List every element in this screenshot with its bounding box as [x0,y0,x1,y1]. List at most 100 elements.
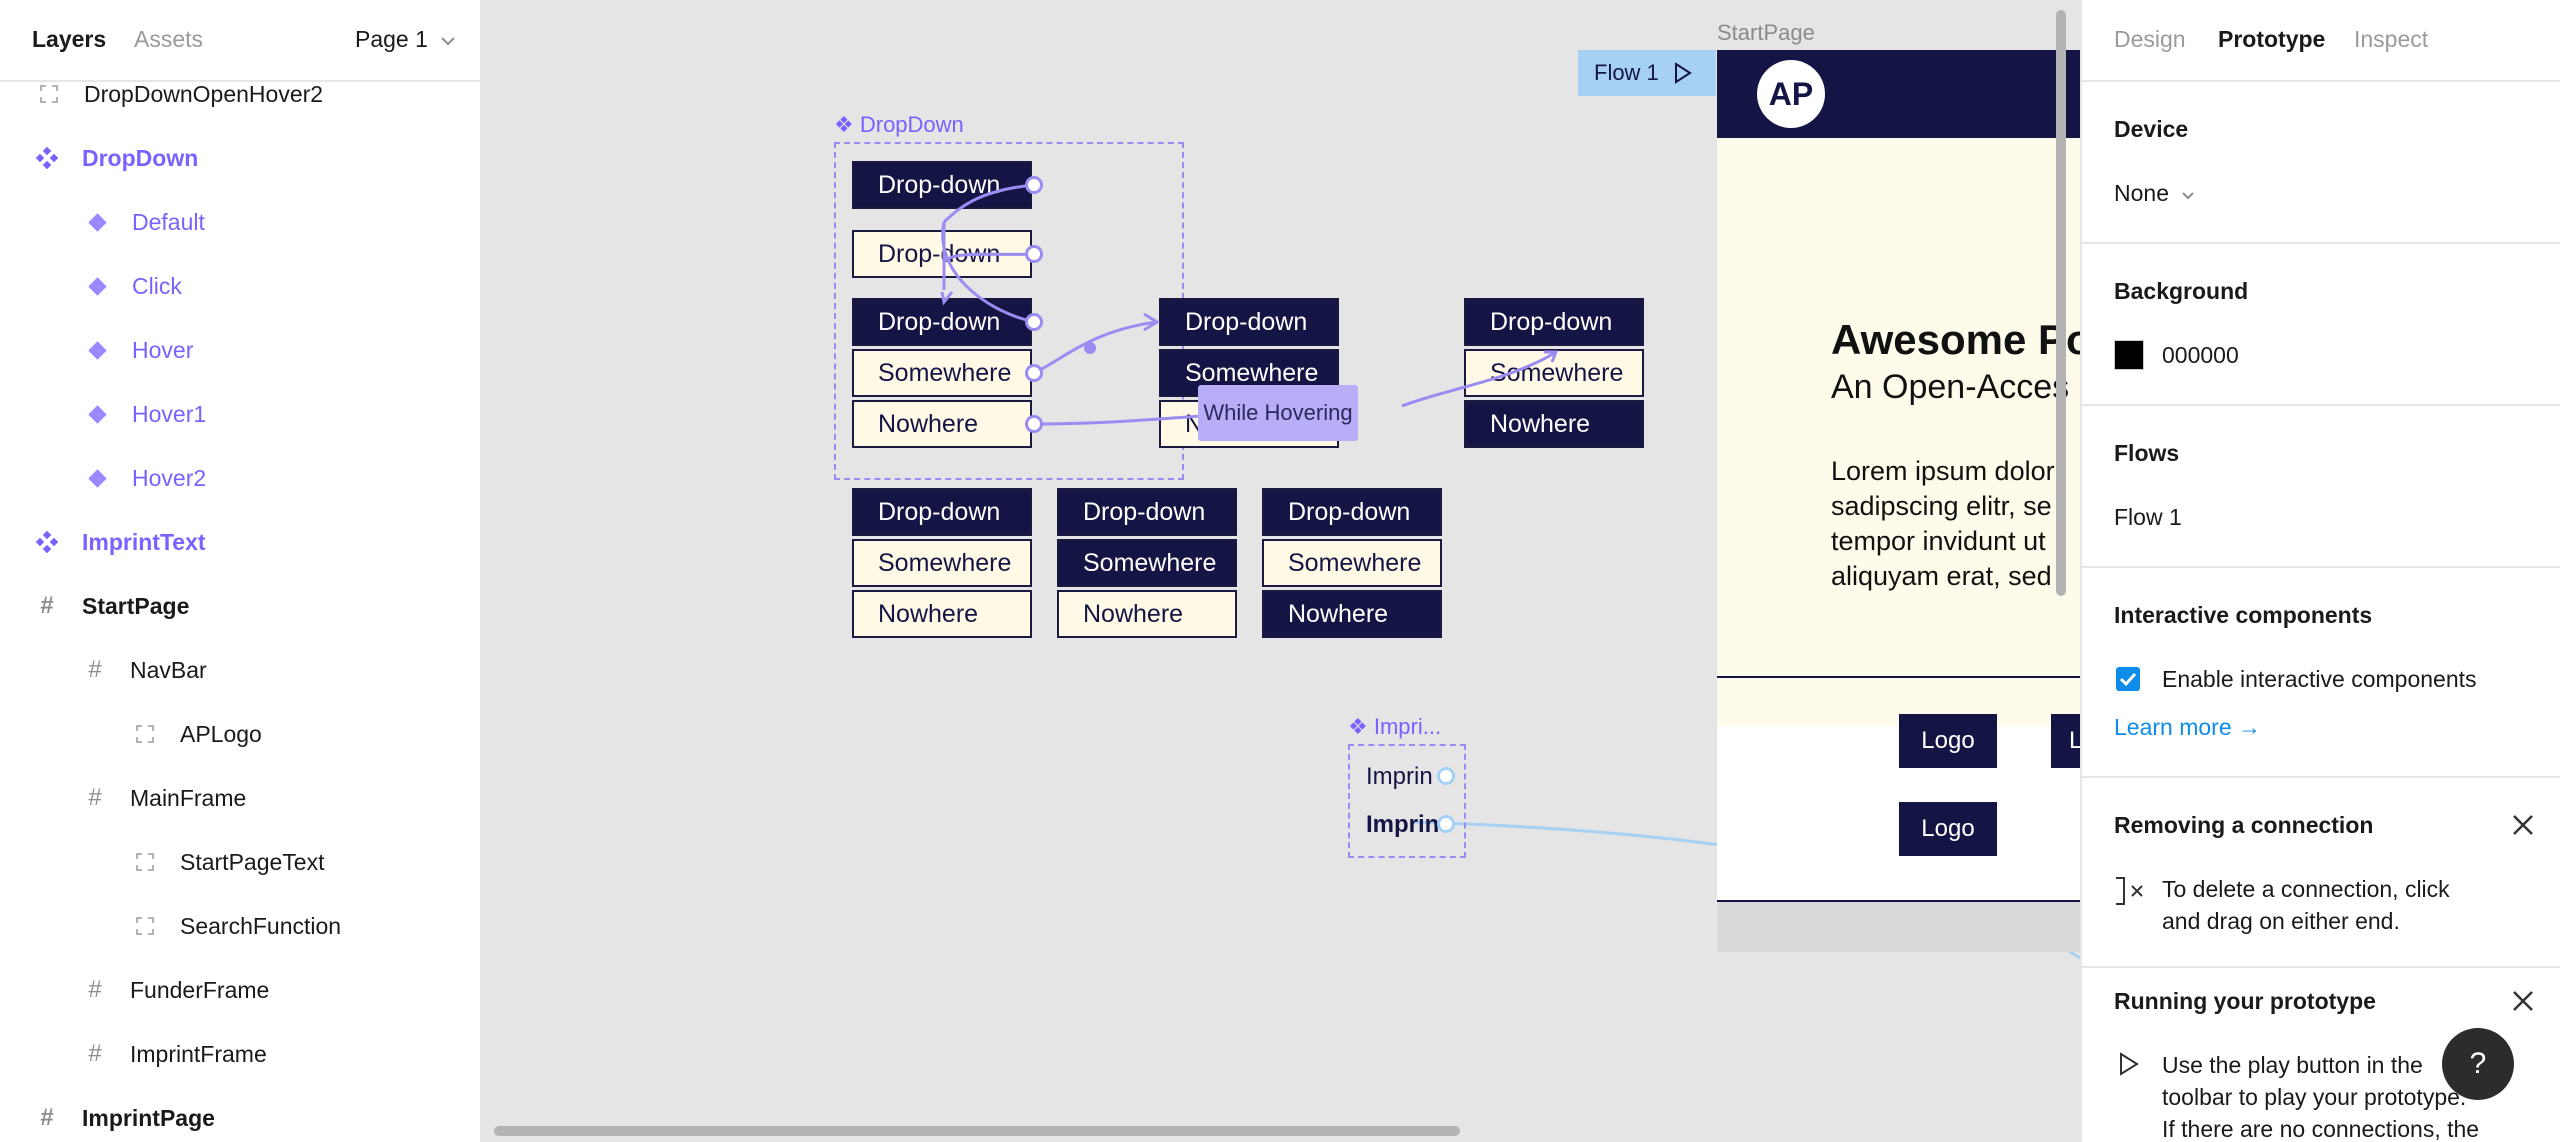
layer-item[interactable]: DropDownOpenHover2 [36,70,323,118]
dropdown-hover2[interactable]: Drop-down [1464,298,1644,346]
layer-label: FunderFrame [130,976,270,1003]
layer-item[interactable]: Hover [84,326,193,374]
device-select[interactable]: None [2114,180,2195,207]
properties-panel: Design Prototype Inspect Device None Bac… [2080,0,2560,1142]
enable-interactive-checkbox[interactable] [2116,667,2140,691]
layer-item[interactable]: # MainFrame [82,774,246,822]
dropdown-hover1[interactable]: Drop-down [1159,298,1339,346]
layer-item[interactable]: # ImprintPage [34,1094,215,1142]
background-swatch[interactable] [2114,340,2144,370]
layer-item[interactable]: # NavBar [82,646,206,694]
ap-logo[interactable]: AP [1757,60,1825,128]
startpage-frame[interactable]: AP Awesome Po An Open-Acces Lorem ipsum … [1717,50,2080,952]
component-icon [34,145,60,171]
dropdown-option-somewhere[interactable]: Somewhere [1057,539,1237,587]
play-icon[interactable] [1673,62,1693,84]
connection-handle[interactable] [1437,815,1455,833]
flow-start-badge[interactable]: Flow 1 [1578,50,1716,96]
divider [2082,966,2560,968]
layer-item[interactable]: ImprintText [34,518,206,566]
component-icon: ❖ [1348,714,1368,739]
frame-icon: # [40,592,54,619]
flow-item[interactable]: Flow 1 [2114,504,2182,530]
interaction-trigger-badge[interactable]: While Hovering [1198,385,1358,441]
layer-item[interactable]: Hover1 [84,390,206,438]
layer-label: DropDownOpenHover2 [84,80,324,107]
enable-interactive-label: Enable interactive components [2162,666,2477,692]
running-prototype-text: toolbar to play your prototype. [2162,1084,2467,1110]
tab-inspect[interactable]: Inspect [2354,26,2429,52]
close-icon[interactable] [2510,988,2536,1014]
frame-icon: # [88,1040,102,1067]
dropdown-option-nowhere[interactable]: Nowhere [1262,590,1442,638]
dropdown-hover[interactable]: Drop-down [852,298,1032,346]
frame-icon: # [88,656,102,683]
layer-item[interactable]: StartPageText [132,838,324,886]
funder-logo-button[interactable]: L [2051,714,2080,768]
dropdown-open-hover2[interactable]: Drop-down [1262,488,1442,536]
layer-label: ImprintPage [82,1104,215,1131]
play-icon [2120,1052,2139,1076]
dotted-frame-icon [132,913,158,939]
layer-item[interactable]: # FunderFrame [82,966,269,1014]
connection-handle[interactable] [1025,313,1043,331]
connection-handle[interactable] [1437,767,1455,785]
imprint-text-default[interactable]: Imprin [1366,763,1433,790]
dropdown-option-nowhere[interactable]: Nowhere [852,590,1032,638]
layer-item[interactable]: Hover2 [84,454,206,502]
dropdown-component-label[interactable]: ❖ DropDown [834,112,964,137]
connection-handle[interactable] [1025,364,1043,382]
layer-label: ImprintFrame [130,1040,267,1067]
dropdown-option-nowhere[interactable]: Nowhere [1057,590,1237,638]
navbar: AP [1717,50,2080,138]
help-button[interactable]: ? [2442,1028,2514,1100]
variant-icon [84,465,110,491]
dropdown-open[interactable]: Drop-down [852,488,1032,536]
interactive-components-title: Interactive components [2114,602,2373,628]
layer-label: MainFrame [130,784,247,811]
tab-prototype[interactable]: Prototype [2218,26,2326,52]
funder-logo-button[interactable]: Logo [1899,802,1997,856]
tab-design[interactable]: Design [2114,26,2186,52]
component-icon: ❖ [834,112,854,137]
frame-icon: # [88,976,102,1003]
dropdown-default[interactable]: Drop-down [852,161,1032,209]
tab-layers[interactable]: Layers [32,26,107,52]
layer-item[interactable]: Default [84,198,205,246]
page-selector[interactable]: Page 1 [355,26,456,53]
tab-assets[interactable]: Assets [134,26,204,52]
vertical-scrollbar[interactable] [2056,10,2066,596]
connection-handle[interactable] [1025,176,1043,194]
imprint-component-frame[interactable] [1348,744,1466,858]
device-title: Device [2114,116,2189,142]
canvas[interactable]: ❖ DropDown Drop-down Drop-down Drop-down… [482,0,2080,1142]
learn-more-link[interactable]: Learn more → [2114,714,2262,740]
startpage-frame-label[interactable]: StartPage [1717,20,1815,45]
dropdown-option-somewhere[interactable]: Somewhere [852,349,1032,397]
connection-handle[interactable] [1025,415,1043,433]
horizontal-scrollbar[interactable] [494,1126,1460,1136]
layer-item[interactable]: Click [84,262,182,310]
funder-logo-button[interactable]: Logo [1899,714,1997,768]
layer-item[interactable]: # ImprintFrame [82,1030,267,1078]
layer-label: Default [132,208,205,235]
background-hex[interactable]: 000000 [2162,342,2239,368]
dropdown-open-hover1[interactable]: Drop-down [1057,488,1237,536]
background-title: Background [2114,278,2249,304]
dropdown-option-nowhere[interactable]: Nowhere [852,400,1032,448]
imprint-component-label[interactable]: ❖ Impri... [1348,714,1442,739]
layer-item[interactable]: DropDown [34,134,198,182]
dropdown-option-somewhere[interactable]: Somewhere [1262,539,1442,587]
dropdown-option-nowhere[interactable]: Nowhere [1464,400,1644,448]
close-icon[interactable] [2510,812,2536,838]
divider [2082,404,2560,406]
connection-handle[interactable] [1025,245,1043,263]
layer-label: ImprintText [82,528,206,555]
dropdown-option-somewhere[interactable]: Somewhere [852,539,1032,587]
imprint-text-hover[interactable]: Imprin [1366,811,1440,838]
divider [2082,242,2560,244]
layer-item[interactable]: SearchFunction [132,902,341,950]
layer-item[interactable]: # StartPage [34,582,189,630]
layer-item[interactable]: APLogo [132,710,262,758]
variant-icon [84,209,110,235]
